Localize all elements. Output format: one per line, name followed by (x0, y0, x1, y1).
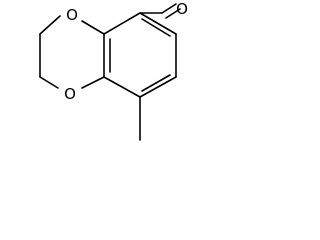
chemical-structure-diagram: O O O (39, 0, 188, 141)
bond-c-o-double-1 (161, 3, 177, 14)
bond-c3-c4 (139, 76, 177, 98)
bond-ch2-o-left (39, 76, 59, 89)
aldehyde-group (139, 3, 181, 19)
bond-o-left-c2 (81, 76, 105, 89)
ring-oxygen-top-label: O (66, 6, 78, 24)
bond-c2-c3 (103, 76, 141, 98)
double-bond-inner-lower-right (141, 74, 171, 92)
bond-c1-o-top (81, 20, 105, 35)
bond-c6-c1 (103, 12, 141, 35)
double-bond-inner-upper-right (141, 18, 171, 37)
dioxane-ring (39, 15, 105, 89)
benzene-ring (103, 12, 177, 98)
bond-o-top-ch2 (39, 15, 61, 35)
aldehyde-oxygen-label: O (176, 0, 188, 18)
bond-c-o-double-2 (165, 8, 181, 19)
ring-oxygen-left-label: O (64, 85, 76, 103)
bond-c5-c6 (139, 12, 177, 35)
